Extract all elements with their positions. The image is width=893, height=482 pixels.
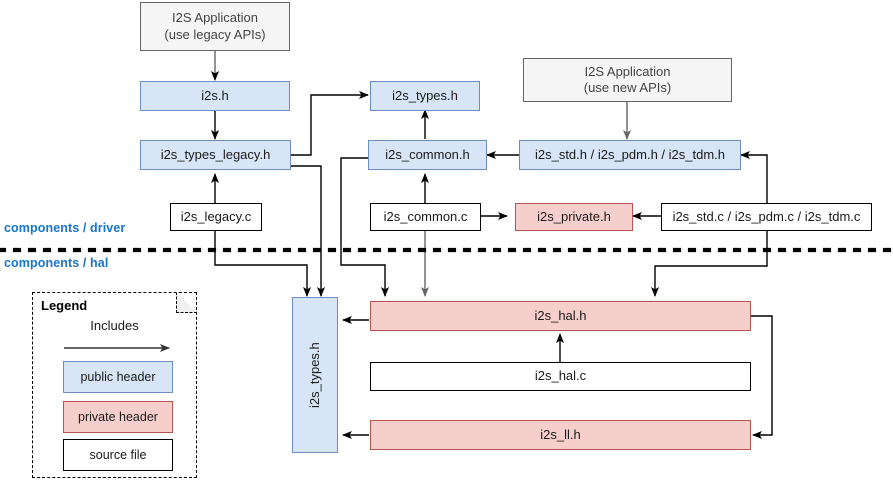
node-i2s-types-legacy-h[interactable]: i2s_types_legacy.h [140, 140, 291, 170]
legend-swatch-source-file: source file [63, 439, 173, 471]
legend-fold-corner-icon [176, 292, 197, 313]
node-i2s-common-h[interactable]: i2s_common.h [368, 140, 487, 170]
node-label-line2: (use legacy APIs) [164, 26, 266, 42]
node-i2s-ll-h[interactable]: i2s_ll.h [370, 420, 751, 450]
node-i2s-common-c[interactable]: i2s_common.c [370, 203, 481, 231]
node-i2s-application-legacy[interactable]: I2S Application (use legacy APIs) [140, 2, 290, 51]
node-i2s-hal-c[interactable]: i2s_hal.c [370, 362, 751, 391]
node-i2s-application-new[interactable]: I2S Application (use new APIs) [523, 58, 732, 102]
node-label-line1: I2S Application [584, 63, 671, 79]
node-i2s-std-pdm-tdm-c[interactable]: i2s_std.c / i2s_pdm.c / i2s_tdm.c [661, 203, 872, 231]
node-i2s-types-h-hal[interactable]: i2s_types.h [292, 297, 338, 453]
node-i2s-h[interactable]: i2s.h [140, 81, 290, 111]
legend-includes-label: Includes [90, 318, 139, 333]
node-i2s-types-h-top[interactable]: i2s_types.h [370, 81, 480, 111]
legend: Legend Includes public header private he… [32, 292, 197, 478]
node-i2s-legacy-c[interactable]: i2s_legacy.c [170, 203, 262, 231]
zone-label-hal: components / hal [4, 256, 109, 270]
node-i2s-hal-h[interactable]: i2s_hal.h [370, 301, 751, 331]
node-label-line2: (use new APIs) [583, 80, 672, 95]
zone-label-driver: components / driver [4, 221, 126, 235]
legend-swatch-private-header: private header [63, 401, 173, 433]
legend-includes-arrow-icon [64, 344, 170, 352]
node-i2s-std-pdm-tdm-h[interactable]: i2s_std.h / i2s_pdm.h / i2s_tdm.h [519, 140, 741, 170]
legend-swatch-public-header: public header [63, 361, 173, 393]
node-label-line1: I2S Application [171, 10, 258, 26]
node-i2s-private-h[interactable]: i2s_private.h [515, 203, 633, 231]
legend-title: Legend [41, 298, 88, 313]
